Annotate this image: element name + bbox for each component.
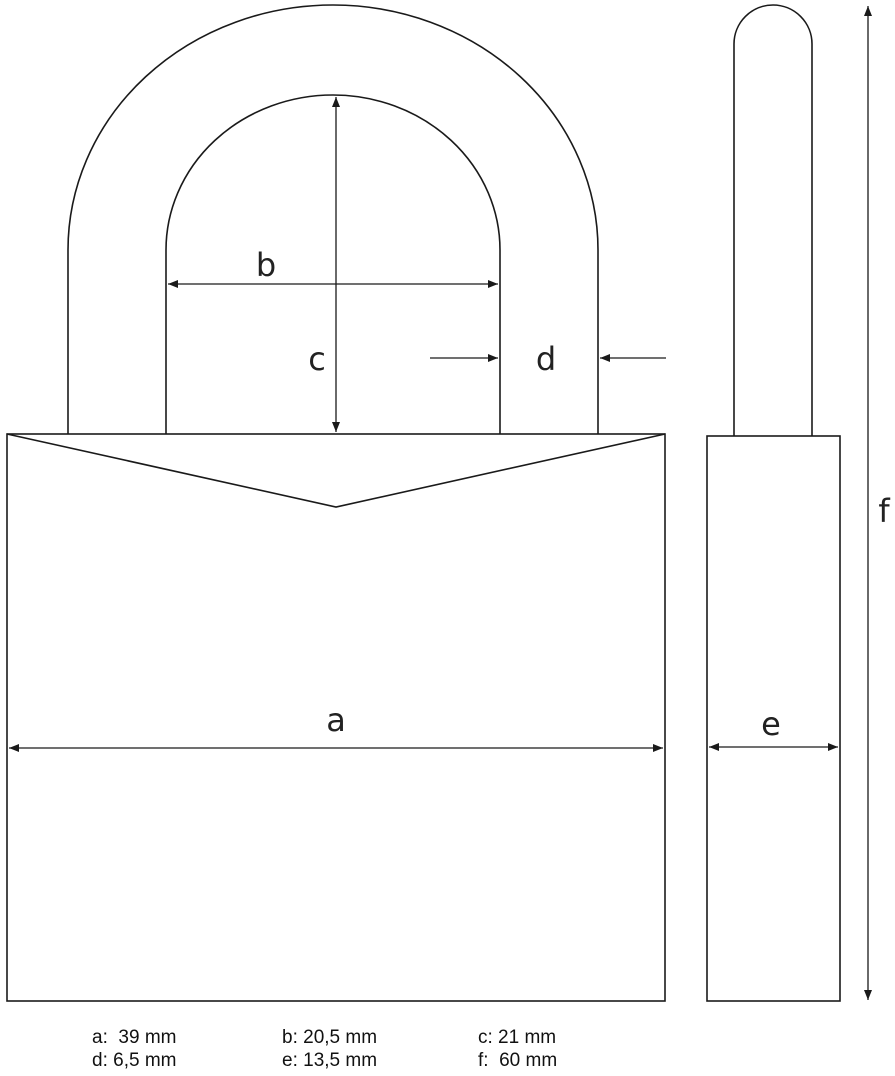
shackle-side [733, 4, 813, 436]
spec-d: d: 6,5 mm [92, 1050, 177, 1071]
spec-e: e: 13,5 mm [282, 1050, 378, 1071]
spec-a: a: 39 mm [92, 1027, 177, 1048]
label-e: e [761, 705, 781, 743]
body-bevel [6, 433, 666, 508]
spec-b: b: 20,5 mm [282, 1027, 378, 1048]
spec-f: f: 60 mm [478, 1050, 558, 1071]
label-a: a [326, 701, 346, 739]
label-d: d [536, 340, 556, 378]
label-c: c [308, 340, 326, 378]
lock-body-side [706, 435, 841, 1002]
label-b: b [256, 246, 276, 284]
shackle-outer [67, 4, 599, 434]
shackle-inner [165, 94, 501, 434]
label-f: f [878, 492, 890, 530]
lock-body-front [6, 433, 666, 1002]
spec-c: c: 21 mm [478, 1027, 557, 1048]
